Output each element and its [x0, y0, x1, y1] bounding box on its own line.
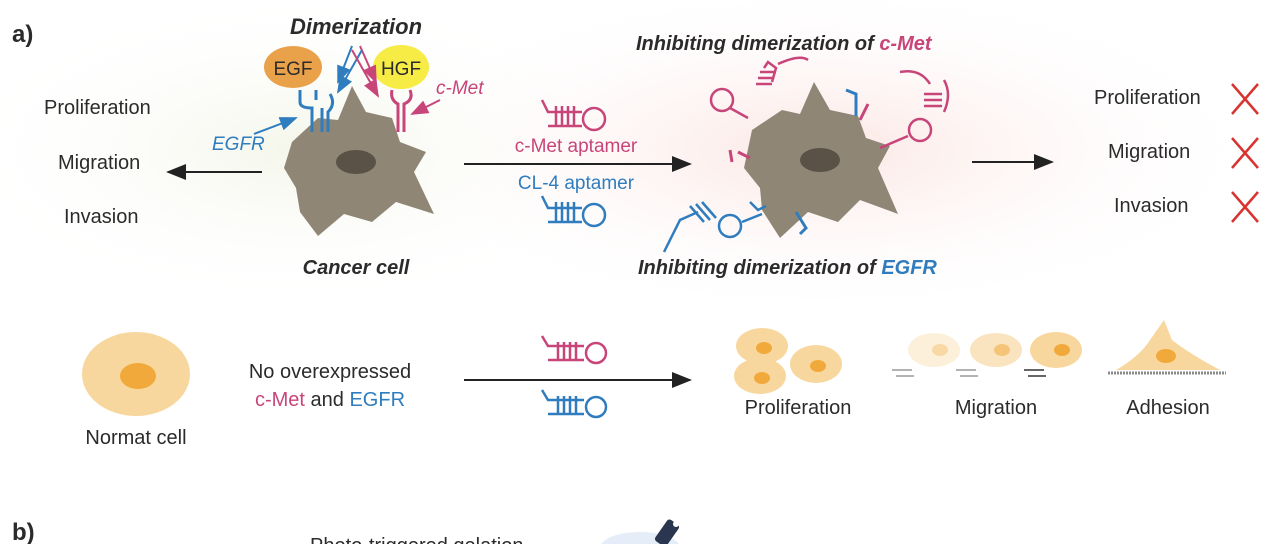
- cmet-aptamer-label: c-Met aptamer: [515, 136, 638, 157]
- cmet-text-normal: c-Met: [255, 389, 305, 411]
- hgf-label: HGF: [381, 59, 421, 80]
- egfr-receptor-right-2: [794, 211, 808, 236]
- dimerization-arrow-pink: [359, 45, 377, 84]
- normal-cell-label: Normat cell: [85, 427, 186, 449]
- left-outcome-invasion: Invasion: [64, 206, 139, 228]
- cmet-receptor-right-2: [728, 149, 734, 163]
- migration-cells: [892, 332, 1082, 377]
- egfr-text-normal: EGFR: [349, 389, 405, 411]
- panel-b-label: b): [12, 519, 35, 544]
- panel-a-label: a): [12, 21, 33, 48]
- cmet-aptamer-icon: [540, 99, 607, 132]
- egf-label: EGF: [273, 59, 312, 80]
- cmet-pointer-arrow: [410, 99, 441, 115]
- receptor-expression-label: c-Met and EGFR: [255, 389, 405, 411]
- cmet-receptor-right-3: [858, 103, 870, 121]
- red-cross-icon: [1231, 191, 1259, 223]
- hgf-ligand: [373, 45, 429, 89]
- red-cross-icon: [1231, 83, 1259, 115]
- no-overexpressed-label: No overexpressed: [249, 361, 411, 383]
- right-outcome-proliferation: Proliferation: [1094, 87, 1201, 109]
- left-outcome-proliferation: Proliferation: [44, 97, 151, 119]
- dimerization-label: Dimerization: [290, 14, 422, 39]
- proliferation-cells: [734, 328, 842, 394]
- dimerization-arrow-blue-2: [337, 49, 363, 94]
- inhibit-cmet-prefix: Inhibiting dimerization of: [636, 33, 879, 55]
- cl4-aptamer-icon-normal: [540, 389, 608, 419]
- cmet-receptor: [390, 89, 413, 132]
- normal-outcome-migration: Migration: [955, 397, 1037, 419]
- normal-outcome-proliferation: Proliferation: [745, 397, 852, 419]
- egfr-pointer-arrow: [253, 117, 298, 135]
- cl4-aptamer-label: CL-4 aptamer: [518, 173, 635, 194]
- normal-cell-nucleus: [120, 363, 156, 389]
- cmet-aptamer-icon-normal: [540, 335, 608, 365]
- egfr-label-left: EGFR: [212, 134, 265, 155]
- right-outcome-invasion: Invasion: [1114, 195, 1189, 217]
- bound-cmet-aptamer-top-right: [879, 70, 950, 150]
- cmet-label-left: c-Met: [436, 78, 484, 99]
- inhibit-egfr-title: Inhibiting dimerization of EGFR: [638, 257, 937, 279]
- dimerization-arrow-pink-2: [351, 49, 379, 98]
- left-outcome-migration: Migration: [58, 152, 140, 174]
- photo-triggered-gelation-label: Photo-triggered gelation: [310, 535, 523, 544]
- red-cross-icon: [1231, 137, 1259, 169]
- egf-ligand: [264, 46, 322, 88]
- egfr-receptor-right-1: [845, 88, 858, 116]
- bound-cmet-aptamer-top-left: [709, 56, 809, 120]
- inhibit-cmet-target: c-Met: [879, 33, 933, 55]
- and-text: and: [305, 389, 349, 411]
- cmet-receptor-right-1: [737, 150, 751, 160]
- inhibit-egfr-prefix: Inhibiting dimerization of: [638, 257, 881, 279]
- cancer-cell-label: Cancer cell: [303, 257, 410, 279]
- cancer-cell-left-nucleus: [336, 150, 376, 174]
- right-outcome-migration: Migration: [1108, 141, 1190, 163]
- cl4-aptamer-icon: [540, 195, 607, 228]
- bound-egfr-aptamer-bottom-left: [662, 201, 767, 253]
- inhibit-egfr-target: EGFR: [881, 257, 937, 279]
- inhibit-cmet-title: Inhibiting dimerization of c-Met: [636, 33, 933, 55]
- normal-outcome-adhesion: Adhesion: [1126, 397, 1209, 419]
- adhesion-cell: [1108, 320, 1226, 375]
- cancer-cell-right-nucleus: [800, 148, 840, 172]
- light-source-icon: [601, 519, 680, 544]
- egfr-receptor: [298, 90, 335, 132]
